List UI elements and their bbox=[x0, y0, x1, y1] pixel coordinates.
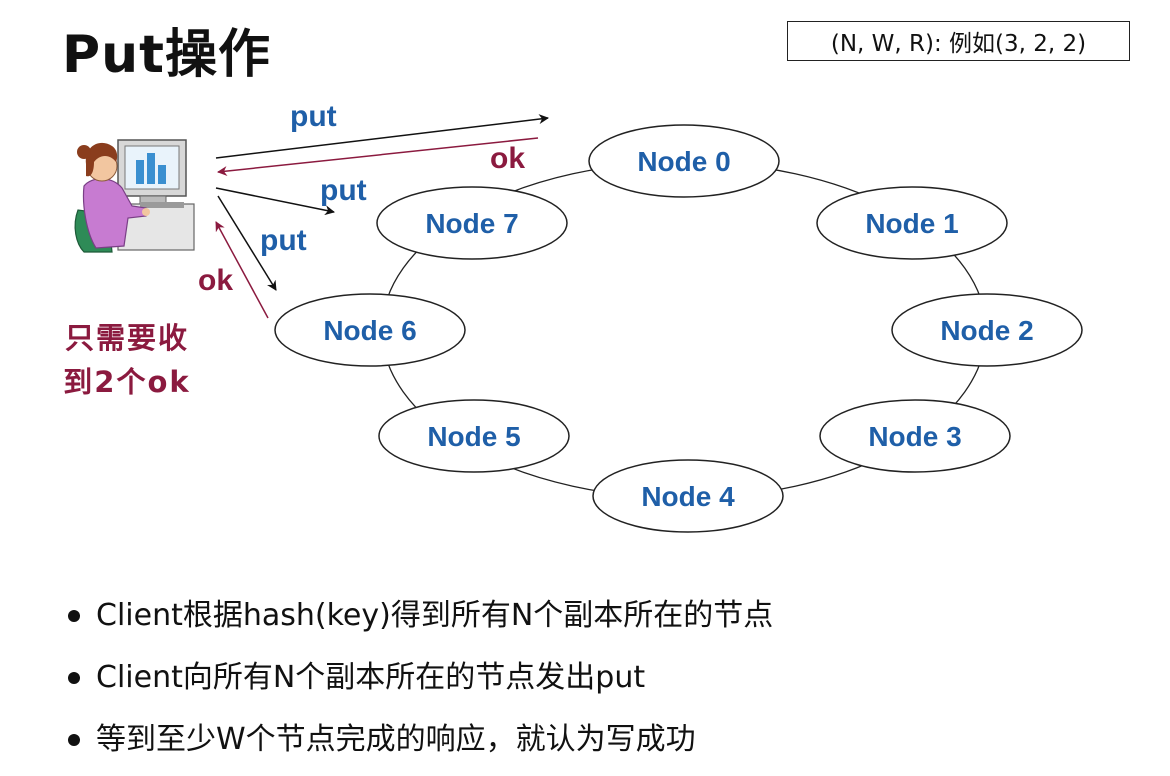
put-arrow-node6 bbox=[217, 195, 277, 291]
put-label-node7: put bbox=[320, 174, 367, 207]
put-arrow-top bbox=[215, 114, 549, 159]
params-box: (N, W, R): 例如(3, 2, 2) bbox=[787, 21, 1130, 61]
side-note-line-2: 到2个ok bbox=[63, 365, 191, 399]
ok-arrow-node6 bbox=[215, 221, 269, 319]
node-6-label: Node 6 bbox=[323, 315, 416, 346]
client-computer-icon bbox=[74, 139, 195, 253]
node-5-label: Node 5 bbox=[427, 421, 520, 452]
node-4-label: Node 4 bbox=[641, 481, 735, 512]
side-note: 只需要收 到2个ok bbox=[32, 316, 222, 404]
bullet-item: Client向所有N个副本所在的节点发出put bbox=[60, 652, 773, 714]
ok-arrow-top bbox=[217, 137, 539, 177]
bullet-dot-icon bbox=[68, 734, 80, 746]
side-note-line-1: 只需要收 bbox=[64, 321, 189, 355]
slide-title: Put操作 bbox=[62, 25, 271, 85]
bullet-text: 等到至少W个节点完成的响应，就认为写成功 bbox=[96, 722, 696, 757]
node-0-label: Node 0 bbox=[637, 146, 730, 177]
node-5: Node 5 bbox=[378, 399, 570, 473]
node-2: Node 2 bbox=[891, 293, 1083, 367]
node-6: Node 6 bbox=[274, 293, 466, 367]
ok-label-node6: ok bbox=[198, 264, 233, 297]
bullet-dot-icon bbox=[68, 672, 80, 684]
bullet-item: Client根据hash(key)得到所有N个副本所在的节点 bbox=[60, 590, 773, 652]
put-label-node6: put bbox=[260, 224, 307, 257]
put-label-top: put bbox=[290, 100, 337, 133]
bullet-text: Client向所有N个副本所在的节点发出put bbox=[96, 660, 646, 695]
node-0: Node 0 bbox=[588, 124, 780, 198]
put-arrow-node7 bbox=[215, 187, 335, 216]
node-1-label: Node 1 bbox=[865, 208, 958, 239]
node-3: Node 3 bbox=[819, 399, 1011, 473]
node-7: Node 7 bbox=[376, 186, 568, 260]
node-3-label: Node 3 bbox=[868, 421, 961, 452]
bullet-item: 等到至少W个节点完成的响应，就认为写成功 bbox=[60, 714, 773, 776]
node-1: Node 1 bbox=[816, 186, 1008, 260]
node-2-label: Node 2 bbox=[940, 315, 1033, 346]
bullet-dot-icon bbox=[68, 610, 80, 622]
node-4: Node 4 bbox=[592, 459, 784, 533]
bullet-list: Client根据hash(key)得到所有N个副本所在的节点 Client向所有… bbox=[60, 590, 773, 776]
node-7-label: Node 7 bbox=[425, 208, 518, 239]
bullet-text: Client根据hash(key)得到所有N个副本所在的节点 bbox=[96, 598, 774, 633]
ok-label-top: ok bbox=[490, 142, 525, 175]
